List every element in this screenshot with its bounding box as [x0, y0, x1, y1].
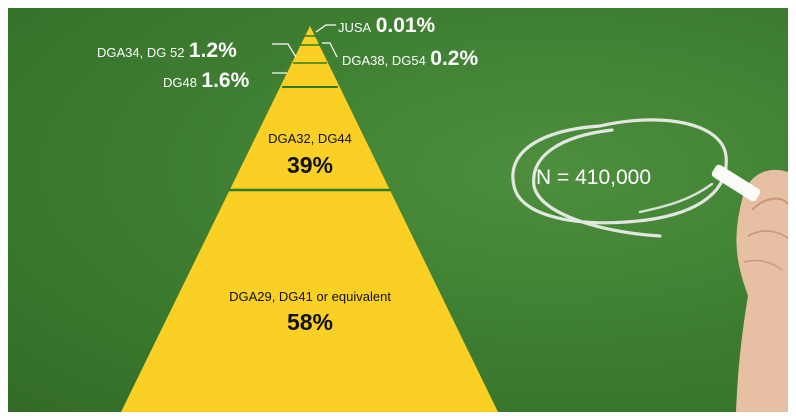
tier-percent-dga32: 39% — [286, 152, 334, 178]
tier-label-jusa: JUSA 0.01% — [338, 15, 435, 36]
tier-grade-dga29: DGA29, DG41 or equivalent — [229, 289, 391, 304]
tier-label-dga38: DGA38, DG54 0.2% — [342, 48, 478, 69]
tier-percent-dga34: 1.2% — [188, 39, 237, 62]
tier-percent-jusa: 0.01% — [375, 14, 436, 37]
leader-line-jusa — [315, 24, 336, 33]
tier-percent-dga29: 58% — [286, 309, 334, 335]
leader-line-dga34 — [272, 43, 297, 58]
chalk-circle-tail — [638, 182, 714, 214]
tier-grade-jusa: JUSA — [338, 20, 372, 35]
pyramid-shape — [121, 26, 498, 412]
chalk-circle — [511, 118, 728, 238]
tier-percent-dga38: 0.2% — [430, 47, 479, 70]
hand-with-chalk-icon — [711, 164, 789, 412]
tier-percent-dg48: 1.6% — [201, 69, 250, 92]
tier-grade-dga32: DGA32, DG44 — [268, 131, 352, 146]
tier-label-dg48: DG48 1.6% — [163, 70, 249, 91]
tier-grade-dga34: DGA34, DG 52 — [97, 45, 185, 60]
tier-grade-dga38: DGA38, DG54 — [342, 53, 426, 68]
total-count-label: N = 410,000 — [536, 166, 652, 189]
tier-grade-dg48: DG48 — [163, 75, 197, 90]
tier-label-dga34: DGA34, DG 52 1.2% — [97, 40, 237, 61]
leader-line-dga38 — [322, 42, 338, 58]
